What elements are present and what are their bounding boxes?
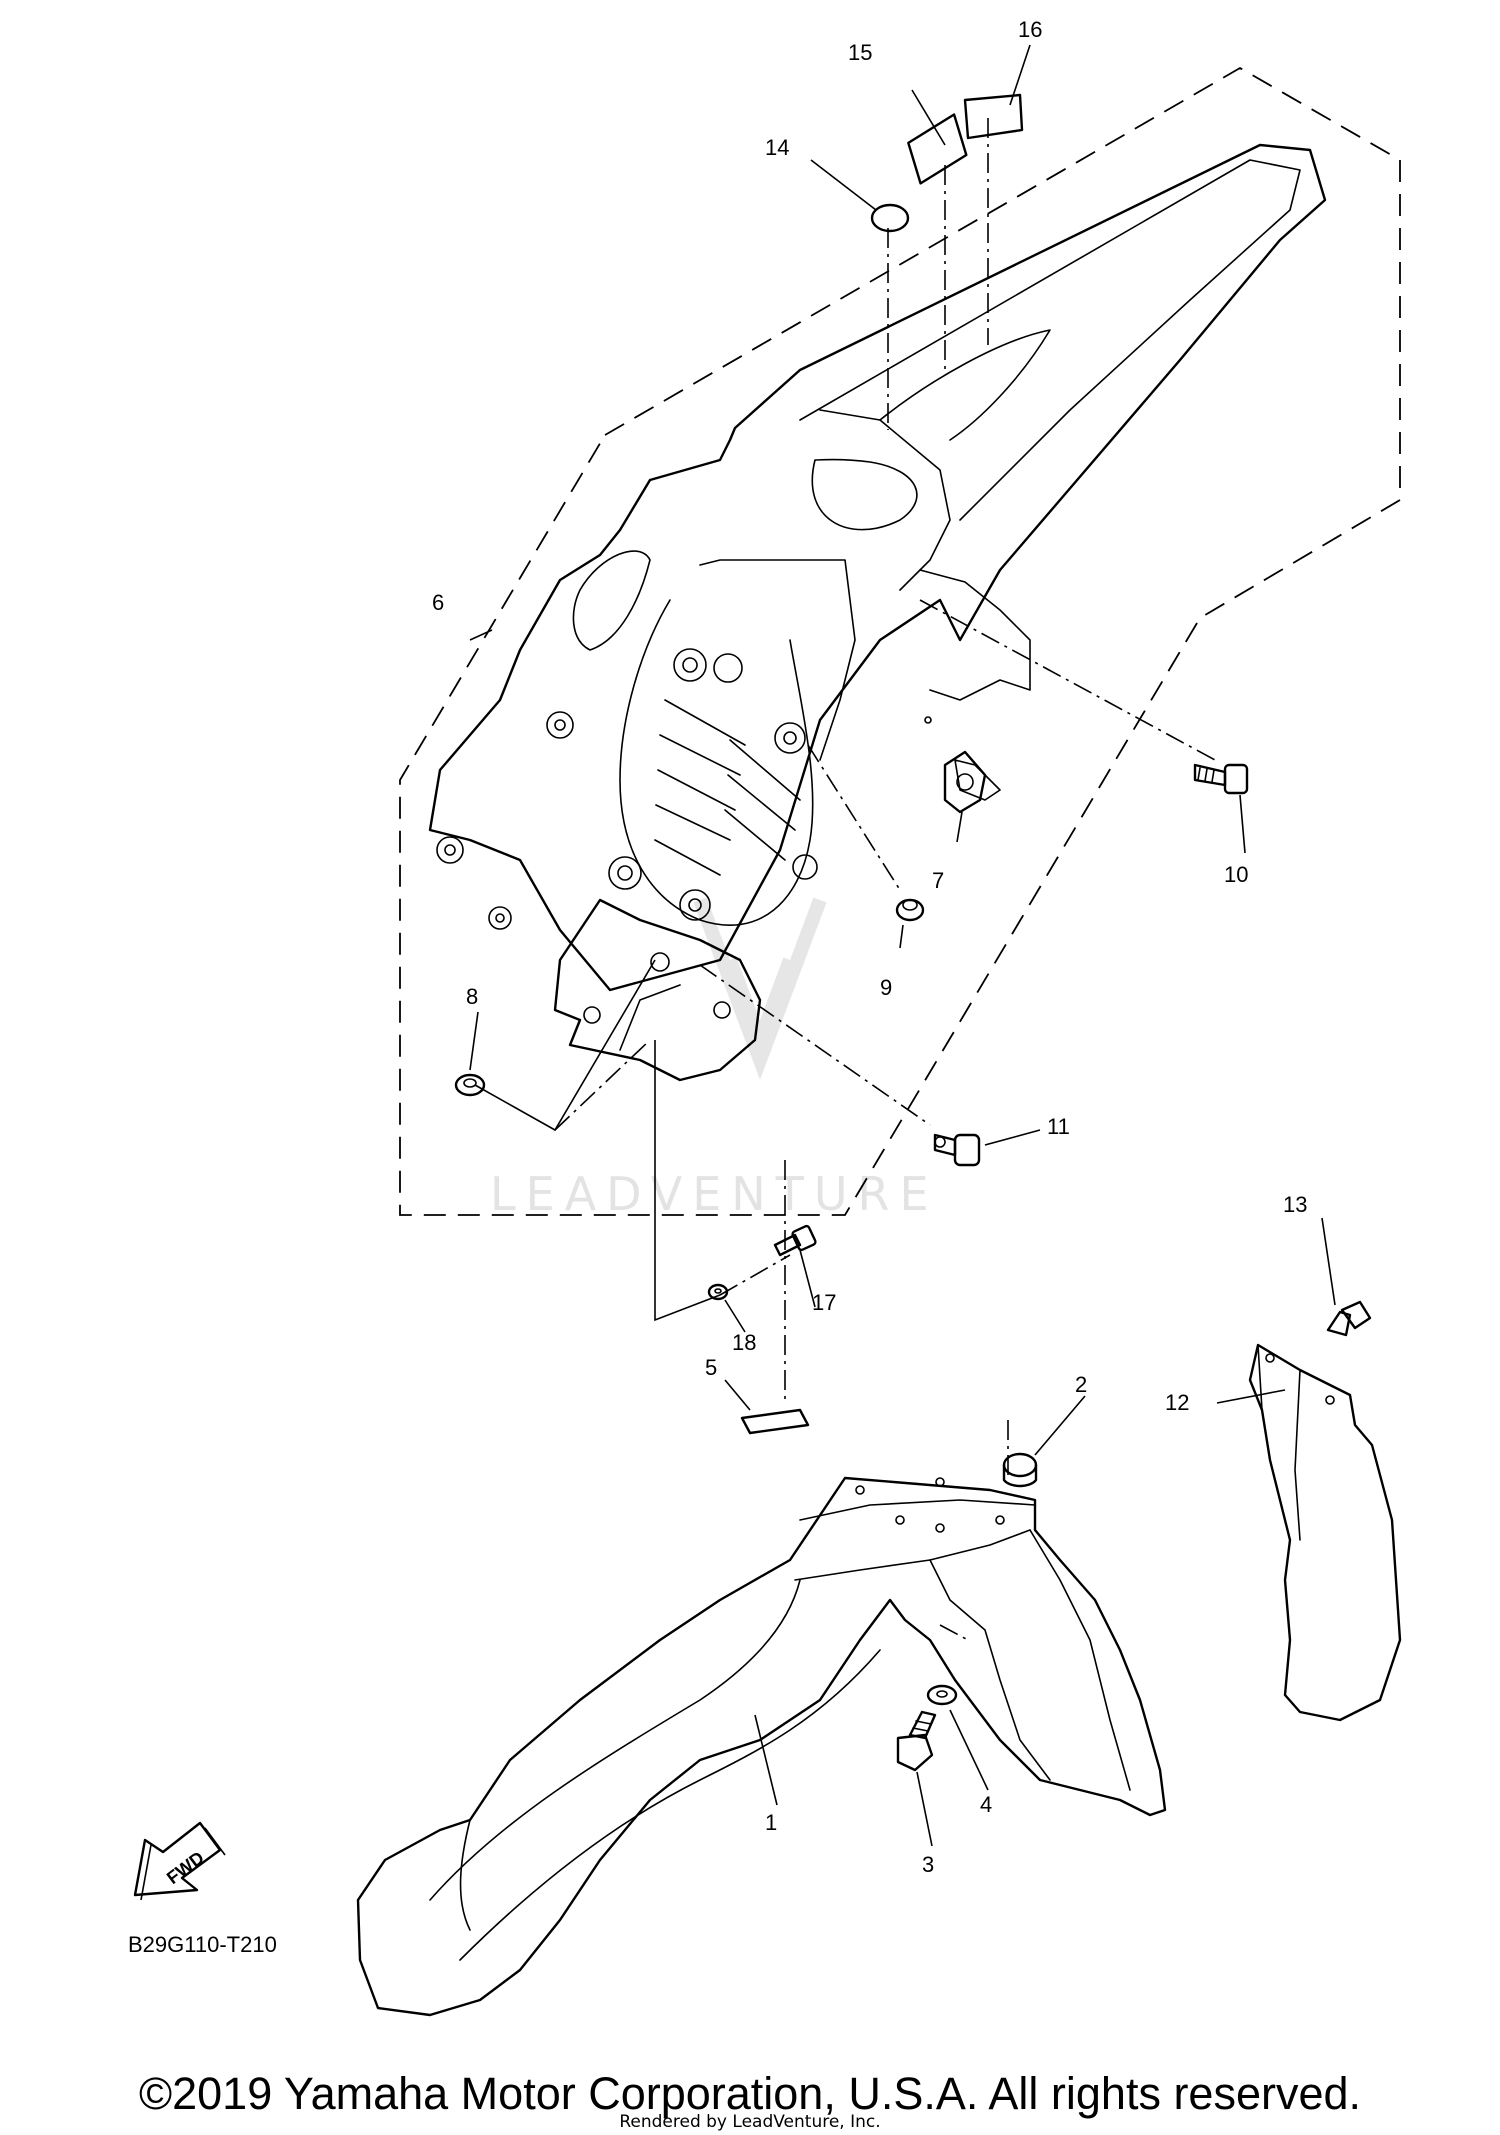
callout-11: 11 bbox=[1047, 1114, 1070, 1139]
callout-1: 1 bbox=[765, 1810, 777, 1835]
callout-10: 10 bbox=[1224, 862, 1248, 887]
callout-2: 2 bbox=[1075, 1372, 1087, 1397]
washer-4[interactable] bbox=[926, 1684, 958, 1706]
callout-12: 12 bbox=[1165, 1390, 1189, 1415]
leader-11-path bbox=[699, 964, 931, 1126]
leader-4-path bbox=[939, 1624, 969, 1641]
callout-13: 13 bbox=[1283, 1192, 1307, 1217]
bolt-10[interactable] bbox=[1193, 763, 1249, 795]
callout-17: 17 bbox=[812, 1290, 836, 1315]
copyright-notice: ©2019 Yamaha Motor Corporation, U.S.A. A… bbox=[138, 2068, 1362, 2119]
leader-8-path bbox=[554, 1039, 651, 1131]
bolt-17[interactable] bbox=[773, 1224, 817, 1257]
screw-13[interactable] bbox=[1326, 1300, 1372, 1337]
decal-16[interactable] bbox=[963, 93, 1024, 140]
front-fender[interactable] bbox=[356, 1476, 1167, 2017]
watermark-text: LEADVENTURE bbox=[490, 1167, 939, 1221]
callout-14: 14 bbox=[765, 135, 789, 160]
rendered-by-credit: Rendered by LeadVenture, Inc. bbox=[619, 2112, 881, 2132]
fwd-arrow-icon: FWD bbox=[133, 1821, 226, 1901]
leader-10-path bbox=[919, 599, 1216, 761]
callout-6: 6 bbox=[432, 590, 444, 615]
grommet-2[interactable] bbox=[1002, 1452, 1038, 1488]
callout-15: 15 bbox=[848, 40, 872, 65]
callout-7: 7 bbox=[932, 868, 944, 893]
callout-18: 18 bbox=[732, 1330, 756, 1355]
leader-17-18-path bbox=[719, 1254, 791, 1296]
washer-8[interactable] bbox=[454, 1073, 486, 1097]
callout-4: 4 bbox=[980, 1792, 992, 1817]
rear-fender[interactable] bbox=[428, 143, 1327, 1082]
grommet-9[interactable] bbox=[895, 898, 925, 922]
bolt-11[interactable] bbox=[933, 1133, 981, 1167]
washer-18[interactable] bbox=[707, 1283, 729, 1301]
callout-16: 16 bbox=[1018, 17, 1042, 42]
clip-nut-7[interactable] bbox=[943, 750, 987, 814]
rear-fender-group-outline bbox=[399, 66, 1401, 1216]
callout-9: 9 bbox=[880, 975, 892, 1000]
decal-5[interactable] bbox=[740, 1408, 810, 1435]
leader-9-path bbox=[807, 744, 901, 891]
emblem-14[interactable] bbox=[870, 203, 910, 233]
decal-15[interactable] bbox=[905, 113, 970, 185]
guard-12[interactable] bbox=[1248, 1343, 1402, 1722]
diagram-code: B29G110-T210 bbox=[128, 1932, 277, 1957]
callout-8: 8 bbox=[466, 984, 478, 1009]
bolt-3[interactable] bbox=[896, 1710, 937, 1772]
callout-5: 5 bbox=[705, 1355, 717, 1380]
leadventure-watermark: LEADVENTURE bbox=[490, 897, 939, 1221]
callout-3: 3 bbox=[922, 1852, 934, 1877]
